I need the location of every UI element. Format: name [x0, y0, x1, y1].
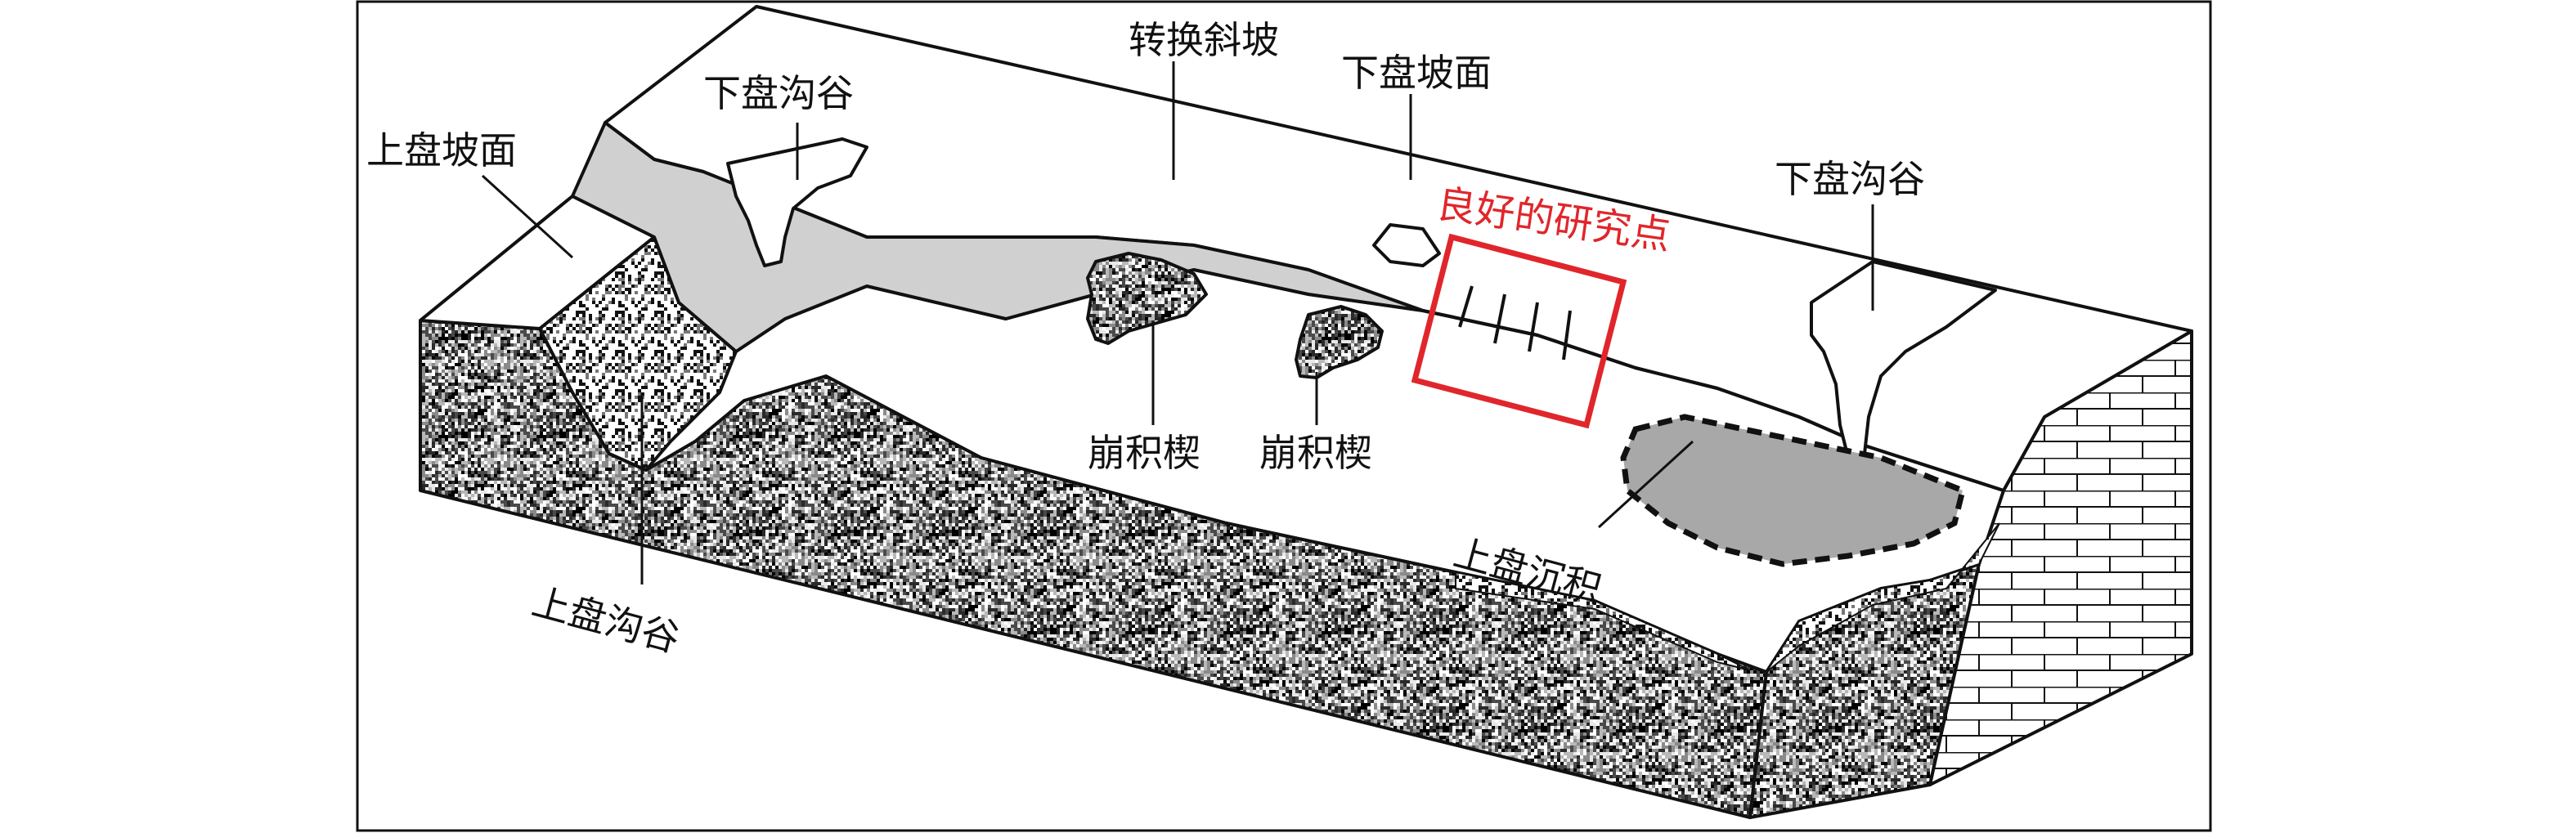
study-site-box: [1411, 233, 1627, 429]
label-colluvial-wedge-2: 崩积楔: [1259, 431, 1372, 475]
label-footwall-gully-right: 下盘沟谷: [1775, 157, 1925, 201]
label-footwall-slope: 下盘坡面: [1341, 51, 1492, 95]
front-gravel-strip: [1455, 571, 1751, 671]
label-footwall-gully-left: 下盘沟谷: [703, 71, 854, 115]
leader-hanging-wall-deposit: [1597, 440, 1694, 529]
colluvial-wedge-1: [1086, 252, 1208, 345]
colluvial-wedge-2: [1295, 305, 1384, 379]
label-hanging-wall-slope: 上盘坡面: [366, 128, 517, 172]
right-gravel-strip: [1766, 522, 2000, 673]
leader-hanging-wall-slope: [481, 174, 574, 259]
label-relay-ramp: 转换斜坡: [1129, 18, 1279, 62]
label-colluvial-wedge-1: 崩积楔: [1088, 431, 1200, 475]
footwall-notch: [1372, 223, 1441, 267]
footwall-gully-right: [1810, 260, 1997, 459]
study-site-marks: [1458, 285, 1572, 361]
footwall-gully-left: [726, 137, 868, 267]
